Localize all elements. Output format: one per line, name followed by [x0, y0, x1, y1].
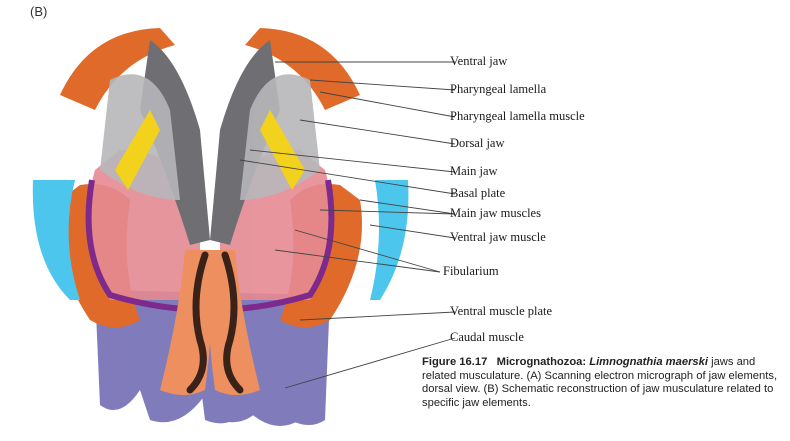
caption-number: Figure 16.17 [422, 356, 488, 368]
label-main-jaw: Main jaw [450, 164, 498, 178]
label-pharyngeal-lamella-muscle: Pharyngeal lamella muscle [450, 109, 585, 123]
figure-caption: Figure 16.17 Micrognathozoa: Limnognathi… [422, 356, 782, 410]
label-fibularium: Fibularium [443, 264, 499, 278]
light-gray-plates [100, 74, 320, 200]
leader-lines [239, 61, 456, 389]
dorsal-jaw-shape [115, 110, 305, 190]
label-caudal-muscle: Caudal muscle [450, 330, 524, 344]
label-ventral-muscle-plate: Ventral muscle plate [450, 304, 553, 318]
ventral-jaw-muscle-shape [32, 180, 409, 300]
caption-species: Limnognathia maerski [589, 356, 708, 368]
label-pharyngeal-lamella: Pharyngeal lamella [450, 82, 547, 96]
label-ventral-jaw: Ventral jaw [450, 54, 508, 68]
caption-prefix: Micrognathozoa: [496, 356, 587, 368]
label-basal-plate: Basal plate [450, 186, 506, 200]
label-ventral-jaw-muscle: Ventral jaw muscle [450, 230, 546, 244]
label-dorsal-jaw: Dorsal jaw [450, 136, 505, 150]
label-main-jaw-muscles: Main jaw muscles [450, 206, 541, 220]
caudal-dark-strands [186, 251, 244, 394]
panel-label: (B) [30, 4, 48, 19]
caption-text: jaws and related musculature. (A) Scanni… [422, 356, 778, 409]
